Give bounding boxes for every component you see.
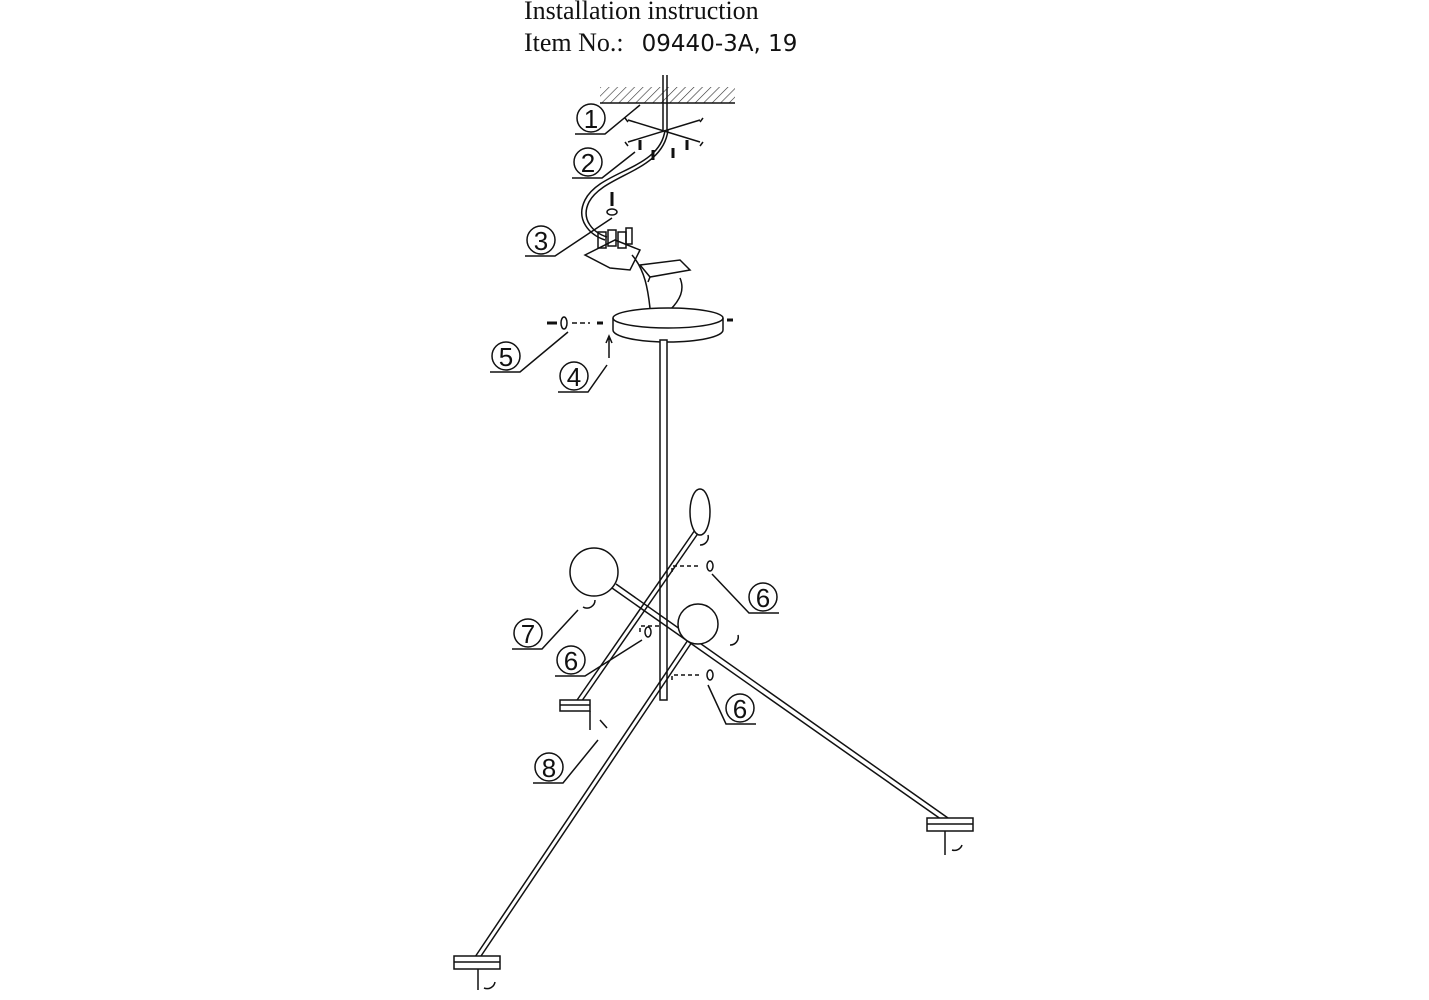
callout-8: 8 <box>533 739 599 784</box>
cable <box>585 129 669 238</box>
callout-number: 6 <box>733 694 747 724</box>
terminal-block <box>583 227 642 271</box>
callout-3: 3 <box>525 217 613 257</box>
callout-7: 7 <box>512 609 579 650</box>
canopy <box>612 307 724 343</box>
callout-6a: 6 <box>711 573 779 614</box>
callouts: 1 2 3 5 4 6 7 6 6 8 <box>490 103 779 784</box>
callout-number: 6 <box>756 583 770 613</box>
callout-number: 8 <box>542 753 556 783</box>
mounting-bracket <box>624 117 704 160</box>
item-number-line: Item No.: 09440-3A, 19 <box>524 28 797 59</box>
side-screws <box>547 316 733 358</box>
callout-number: 6 <box>564 646 578 676</box>
callout-4: 4 <box>558 361 608 393</box>
item-label: Item No.: <box>524 28 624 57</box>
callout-number: 2 <box>581 148 595 178</box>
document-title: Installation instruction <box>524 0 759 25</box>
terminal-screw <box>606 192 618 216</box>
callout-6b: 6 <box>555 639 643 677</box>
arm-3 <box>453 603 719 990</box>
callout-6c: 6 <box>707 684 756 725</box>
callout-number: 5 <box>499 342 513 372</box>
cable <box>581 129 666 241</box>
callout-number: 3 <box>534 226 548 256</box>
callout-2: 2 <box>572 147 636 179</box>
callout-number: 4 <box>567 362 581 392</box>
item-number: 09440-3A, 19 <box>641 31 798 57</box>
callout-1: 1 <box>575 103 641 135</box>
arm-2 <box>569 547 974 855</box>
arm-1 <box>559 488 711 730</box>
callout-number: 7 <box>521 619 535 649</box>
main-stem <box>659 339 668 701</box>
arm-screws <box>483 534 963 990</box>
callout-5: 5 <box>490 331 569 373</box>
led-driver <box>631 254 692 311</box>
callout-number: 1 <box>584 104 598 134</box>
